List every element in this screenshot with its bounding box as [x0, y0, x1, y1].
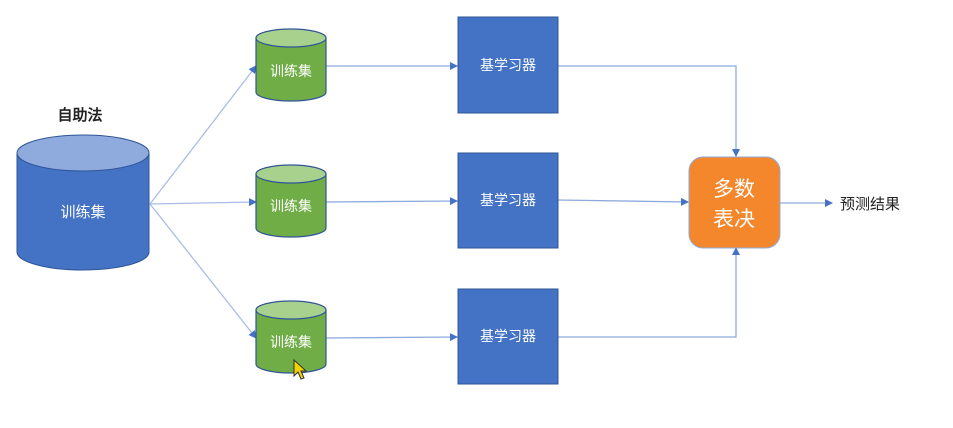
arrow-source-to-subset-1	[149, 65, 257, 205]
bootstrap-label: 自助法	[57, 106, 102, 124]
arrow-source-to-subset-3	[149, 203, 257, 339]
subset-2-label: 训练集	[270, 198, 312, 215]
subset-3-label: 训练集	[270, 334, 312, 351]
mouse-cursor-icon	[293, 358, 308, 380]
majority-vote-line-1: 多数	[713, 177, 755, 201]
subset-cylinder-3: 训练集	[255, 300, 327, 374]
subset-cylinder-1: 训练集	[255, 28, 327, 102]
prediction-result-label: 预测结果	[840, 195, 900, 213]
base-learner-1: 基学习器	[457, 16, 559, 114]
source-training-set-label: 训练集	[60, 203, 105, 221]
arrow-learner-1-to-vote	[558, 65, 740, 157]
subset-cylinder-2: 训练集	[255, 164, 327, 238]
base-learner-3-label: 基学习器	[480, 328, 536, 345]
arrow-source-to-subset-2	[149, 198, 257, 207]
majority-vote-line-2: 表决	[713, 207, 755, 231]
majority-vote-box: 多数 表决	[688, 156, 781, 249]
base-learner-2-label: 基学习器	[480, 192, 536, 209]
arrow-learner-2-to-vote	[557, 197, 689, 206]
arrow-subset-2-to-learner-2	[325, 197, 458, 206]
base-learner-3: 基学习器	[457, 288, 559, 385]
arrow-subset-3-to-learner-3	[325, 333, 458, 342]
base-learner-1-label: 基学习器	[480, 57, 536, 74]
base-learner-2: 基学习器	[457, 152, 559, 249]
source-training-set-cylinder: 训练集	[16, 134, 150, 271]
arrow-learner-3-to-vote	[558, 247, 740, 338]
subset-1-label: 训练集	[270, 63, 312, 80]
